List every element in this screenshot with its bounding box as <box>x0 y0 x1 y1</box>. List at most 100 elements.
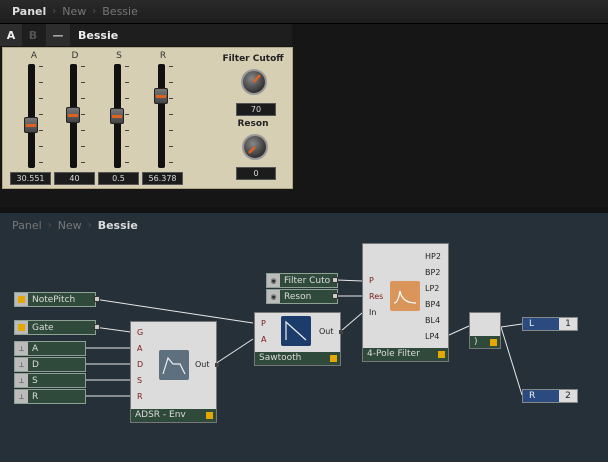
slider-ticks-a <box>39 66 43 166</box>
saw-out-port[interactable] <box>339 330 343 334</box>
collapse-button[interactable]: — <box>46 24 70 46</box>
lowpass-filter-icon <box>390 281 420 311</box>
slider-ticks-r <box>169 66 173 166</box>
crumb-new[interactable]: New <box>62 5 87 18</box>
mixer-name: ) <box>474 337 478 347</box>
port-reson-out[interactable] <box>332 293 338 299</box>
crumb-panel[interactable]: Panel <box>12 5 47 18</box>
filter-out-bp4: BP4 <box>425 300 441 309</box>
input-d[interactable]: ⊥ D <box>14 357 86 372</box>
crumb-bessie[interactable]: Bessie <box>97 218 138 232</box>
slider-ticks-d <box>81 66 85 166</box>
port-notepitch-out[interactable] <box>94 296 100 302</box>
adsr-port-s: S <box>137 376 143 385</box>
input-r[interactable]: ⊥ R <box>14 389 86 404</box>
slider-track-a[interactable] <box>28 64 35 168</box>
crumb-panel[interactable]: Panel <box>12 218 42 232</box>
slider-small-icon: ⊥ <box>15 342 28 355</box>
module-flag-icon <box>330 355 337 362</box>
filter-out-bp2: BP2 <box>425 268 441 277</box>
knob-label-cutoff: Filter Cutoff <box>222 54 284 64</box>
wire-adsr-a <box>214 338 254 365</box>
envelope-icon <box>159 350 189 380</box>
wire-gate-g <box>93 326 132 333</box>
sawtooth-icon <box>281 316 311 346</box>
filter-out-hp2: HP2 <box>425 252 441 261</box>
input-a[interactable]: ⊥ A <box>14 341 86 356</box>
slider-thumb-r[interactable] <box>154 88 168 104</box>
saw-out-label: Out <box>319 327 334 336</box>
wire-mixer-l <box>500 323 523 328</box>
output-r-label: R <box>529 391 536 401</box>
module-flag-icon <box>438 351 445 358</box>
wire-lp4-mixer <box>448 325 470 336</box>
panel-tab-row: A B — Bessie <box>0 24 292 46</box>
knob-reson[interactable] <box>242 134 268 160</box>
slider-thumb-s[interactable] <box>110 108 124 124</box>
slider-track-r[interactable] <box>158 64 165 168</box>
slider-small-icon: ⊥ <box>15 390 28 403</box>
slider-small-icon: ⊥ <box>15 358 28 371</box>
saw-port-a: A <box>261 335 267 344</box>
slider-label-d: D <box>71 51 79 61</box>
crumb-bessie[interactable]: Bessie <box>102 5 138 18</box>
knob-cutoff[interactable] <box>241 69 267 95</box>
module-4pole-filter[interactable]: P Res In HP2 BP2 LP2 BP4 BL4 LP4 4-Pole … <box>362 243 449 362</box>
panel-title: Bessie <box>78 28 119 42</box>
slider-value-r[interactable]: 56.378 <box>142 172 183 185</box>
filter-port-in: In <box>369 308 377 317</box>
port-cutoff-out[interactable] <box>332 277 338 283</box>
crumb-new[interactable]: New <box>57 218 82 232</box>
tab-b[interactable]: B <box>28 28 38 42</box>
input-notepitch-label: NotePitch <box>32 294 76 305</box>
knob-value-cutoff[interactable]: 70 <box>236 103 276 116</box>
knob-small-icon: ◉ <box>267 290 280 303</box>
input-filter-cutoff[interactable]: ◉ Filter Cuto <box>266 273 338 288</box>
filter-port-res: Res <box>369 292 384 301</box>
adsr-port-g: G <box>137 328 144 337</box>
module-flag-icon <box>490 339 497 346</box>
slider-thumb-a[interactable] <box>24 117 38 133</box>
filter-port-p: P <box>369 276 374 285</box>
slider-label-s: S <box>116 51 122 61</box>
breadcrumb-bottom: Panel › New › Bessie <box>0 213 608 237</box>
knob-value-reson[interactable]: 0 <box>236 167 276 180</box>
filter-out-lp2: LP2 <box>425 284 440 293</box>
knob-indicator-icon <box>248 146 256 154</box>
slider-value-d[interactable]: 40 <box>54 172 95 185</box>
knob-label-reson: Reson <box>237 119 269 129</box>
input-r-label: R <box>32 391 39 402</box>
adsr-name: ADSR - Env <box>135 410 186 420</box>
slider-ticks-s <box>125 66 129 166</box>
port-gate-out[interactable] <box>94 324 100 330</box>
input-reson[interactable]: ◉ Reson <box>266 289 338 304</box>
adsr-module-title: ADSR - Env <box>131 409 216 422</box>
knob-small-icon: ◉ <box>267 274 280 287</box>
slider-label-a: A <box>30 51 38 61</box>
tab-a[interactable]: A <box>0 24 22 46</box>
adsr-port-a: A <box>137 344 143 353</box>
output-l[interactable]: L 1 <box>522 317 578 331</box>
knob-small-icon <box>15 293 28 306</box>
slider-thumb-d[interactable] <box>66 107 80 123</box>
saw-name: Sawtooth <box>259 353 302 363</box>
module-mixer[interactable]: ) <box>469 312 501 349</box>
input-d-label: D <box>32 359 39 370</box>
slider-value-a[interactable]: 30.551 <box>10 172 51 185</box>
module-sawtooth[interactable]: P A Out Sawtooth <box>254 312 343 366</box>
input-gate-label: Gate <box>32 322 54 333</box>
breadcrumb-top: Panel › New › Bessie <box>0 0 608 24</box>
input-gate[interactable]: Gate <box>14 320 96 335</box>
output-r-channel[interactable]: 2 <box>559 390 577 402</box>
wire-saw-in <box>340 312 363 332</box>
output-r[interactable]: R 2 <box>522 389 578 403</box>
slider-value-s[interactable]: 0.5 <box>98 172 139 185</box>
output-l-channel[interactable]: 1 <box>559 318 577 330</box>
adsr-out-port[interactable] <box>215 363 219 367</box>
filter-module-title: 4-Pole Filter <box>363 348 448 361</box>
module-adsr[interactable]: G A D S R Out ADSR - Env <box>130 321 219 423</box>
input-s[interactable]: ⊥ S <box>14 373 86 388</box>
chevron-right-icon: › <box>47 219 52 231</box>
input-notepitch[interactable]: NotePitch <box>14 292 96 307</box>
adsr-port-d: D <box>137 360 144 369</box>
